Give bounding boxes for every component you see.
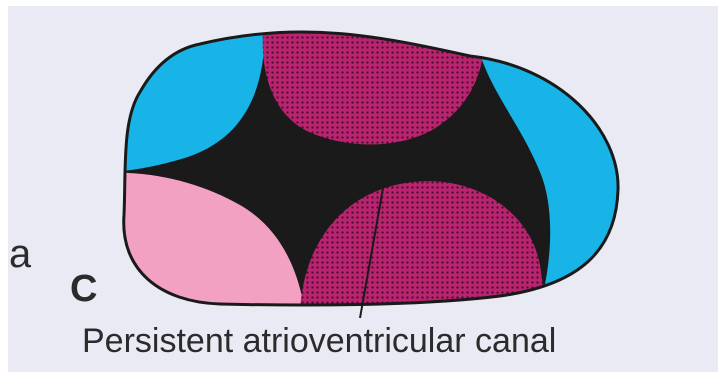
panel-letter: C [70, 268, 97, 311]
cropped-side-label: ar [9, 232, 31, 277]
diagram-caption: Persistent atrioventricular canal [82, 322, 556, 361]
